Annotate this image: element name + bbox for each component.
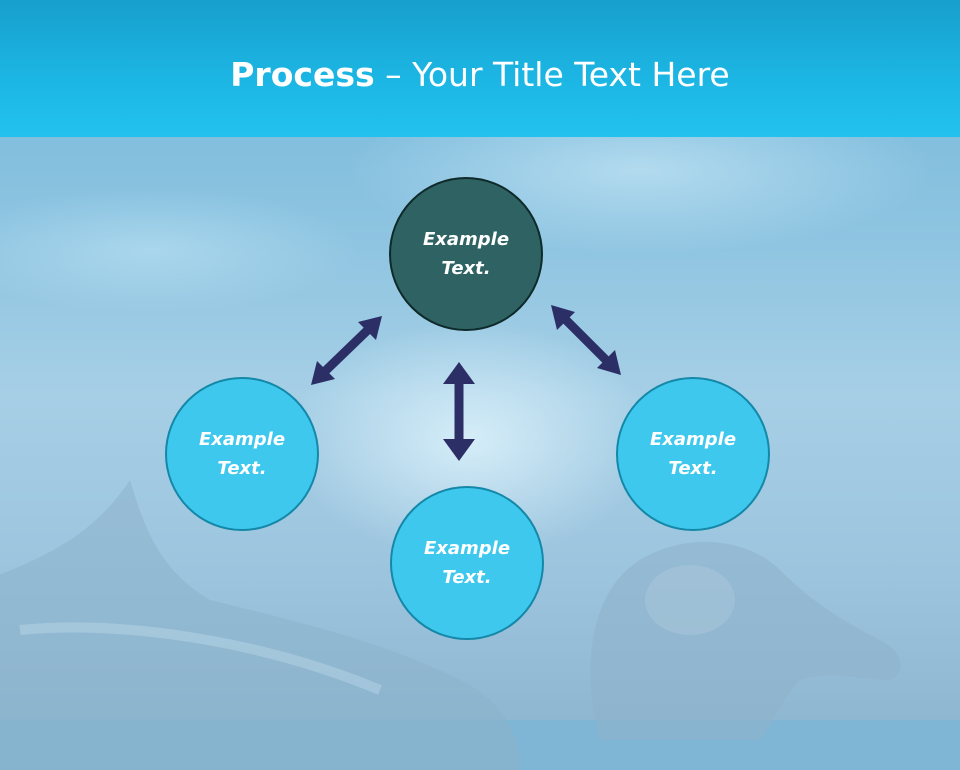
arrow-left-center (311, 316, 382, 385)
center-node: Example Text. (389, 177, 543, 331)
process-diagram (311, 305, 621, 461)
title-bold: Process (230, 55, 375, 94)
right-node: Example Text. (616, 377, 770, 531)
center-node-label: Example Text. (422, 229, 510, 279)
arrow-center-right (551, 305, 621, 375)
title-rest: Your Title Text Here (412, 55, 730, 94)
bottom-node: Example Text. (390, 486, 544, 640)
dolphin-right-image (590, 541, 901, 740)
right-node-label: Example Text. (649, 429, 737, 479)
title-bar (0, 0, 960, 137)
page-title: Process – Your Title Text Here (0, 52, 960, 98)
left-node: Example Text. (165, 377, 319, 531)
title-separator: – (374, 55, 413, 94)
left-node-label: Example Text. (198, 429, 286, 479)
arrow-center-bottom (443, 362, 475, 461)
bottom-node-label: Example Text. (423, 538, 511, 588)
dolphin-left-image (0, 480, 520, 770)
